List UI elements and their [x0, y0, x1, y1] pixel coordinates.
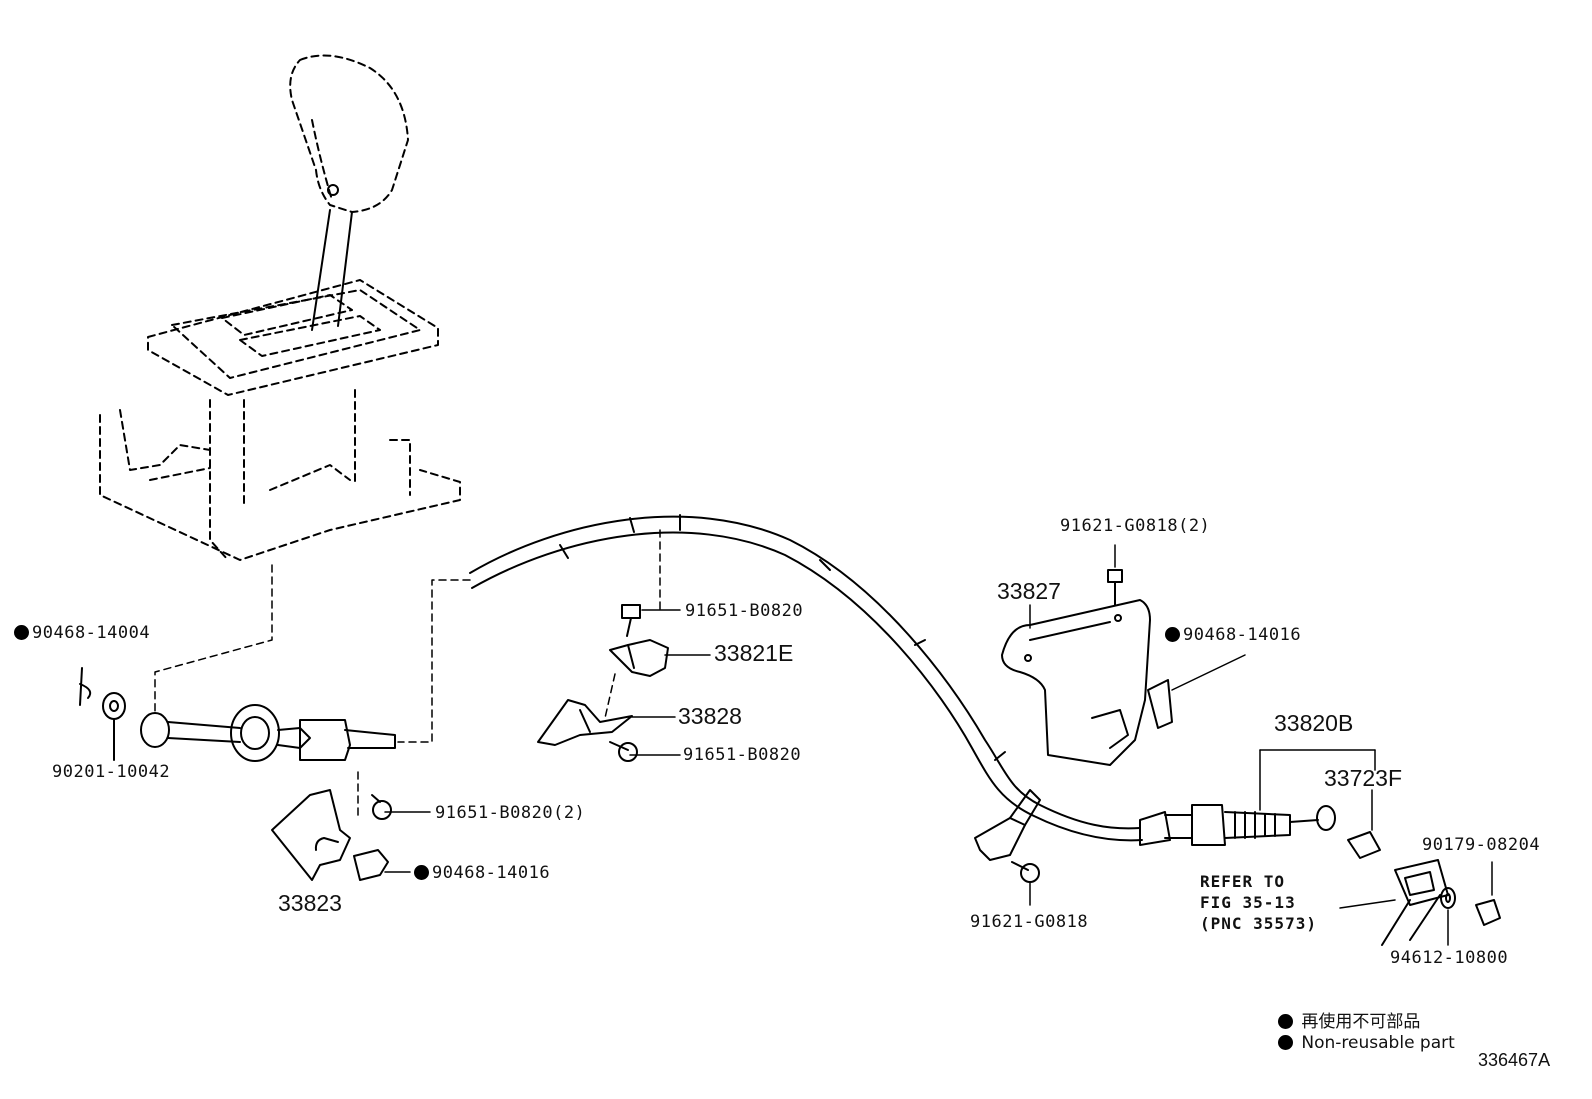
- refer-line-3: (PNC 35573): [1200, 914, 1317, 933]
- lower-right-parts: [1347, 831, 1501, 946]
- label-91651-b0820-top: 91651-B0820: [685, 601, 804, 621]
- label-33723f: 33723F: [1324, 765, 1403, 791]
- label-91621-g0818-2: 91621-G0818(2): [1060, 516, 1211, 536]
- label-91651-b0820-bottom: 91651-B0820: [683, 745, 802, 765]
- bracket-33828: [537, 699, 633, 746]
- label-33821e: 33821E: [714, 640, 794, 666]
- leader-lines: [384, 544, 1493, 946]
- lever-cable-end: [140, 704, 396, 762]
- shift-housing: [99, 279, 461, 561]
- bracket-33827: [1001, 599, 1173, 766]
- non-reusable-dot-icon: [1278, 1014, 1293, 1029]
- refer-line-1: REFER TO: [1200, 872, 1286, 891]
- legend-jp: 再使用不可部品: [1278, 1007, 1420, 1032]
- label-90201-10042: 90201-10042: [52, 762, 171, 782]
- label-91621-g0818: 91621-G0818: [970, 912, 1089, 932]
- label-91651-b0820-2: 91651-B0820(2): [435, 803, 586, 823]
- cable-end-33820b: [1139, 804, 1336, 846]
- shift-lever: [289, 54, 409, 331]
- lower-bracket: [974, 789, 1041, 861]
- label-90468-14004: 90468-14004: [14, 623, 150, 643]
- bracket-33821e: [609, 639, 669, 677]
- label-90468-14016-left: 90468-14016: [414, 863, 550, 883]
- label-90179-08204: 90179-08204: [1422, 835, 1541, 855]
- refer-line-2: FIG 35-13: [1200, 893, 1296, 912]
- non-reusable-dot-icon: [1278, 1035, 1293, 1050]
- non-reusable-dot-icon: [1165, 627, 1180, 642]
- left-clip-washer: [79, 667, 126, 761]
- bracket-33823: [271, 789, 389, 881]
- non-reusable-dot-icon: [14, 625, 29, 640]
- legend-en: Non-reusable part: [1278, 1033, 1455, 1053]
- label-33823: 33823: [278, 890, 342, 916]
- label-33827: 33827: [997, 578, 1061, 604]
- shift-cable: [469, 514, 1143, 842]
- bolts: [371, 569, 1123, 883]
- dashed-leaders: [154, 529, 661, 821]
- label-33820b: 33820B: [1274, 710, 1354, 736]
- non-reusable-dot-icon: [414, 865, 429, 880]
- label-90468-14016-right: 90468-14016: [1165, 625, 1301, 645]
- label-33828: 33828: [678, 703, 742, 729]
- figure-code: 336467A: [1478, 1050, 1551, 1070]
- label-94612-10800: 94612-10800: [1390, 948, 1509, 968]
